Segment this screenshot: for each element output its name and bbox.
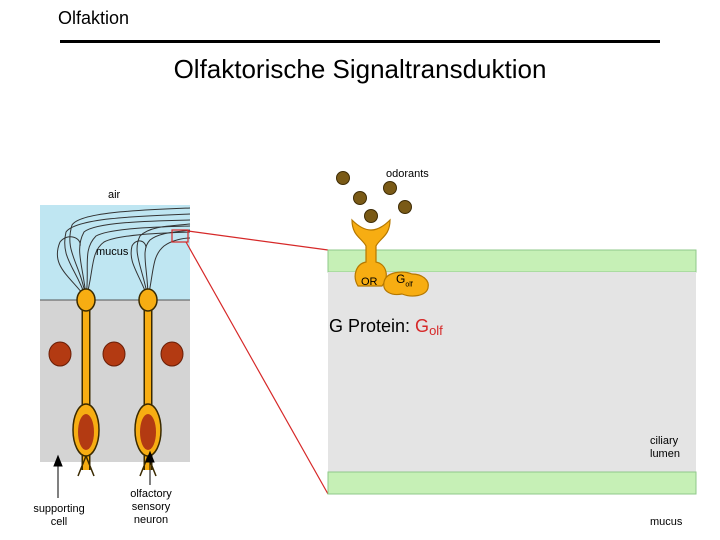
odorant-molecule	[383, 181, 397, 195]
zoom-line-bottom	[185, 241, 329, 495]
ciliary-lumen	[328, 272, 696, 472]
g-protein	[383, 271, 429, 297]
ciliary-lumen-label: ciliary lumen	[650, 435, 680, 460]
lower-membrane	[327, 471, 697, 495]
zoom-line-top	[187, 230, 329, 251]
zoom-region-marker	[171, 229, 189, 243]
olfactory-neuron	[72, 288, 100, 477]
odorant-molecule	[353, 191, 367, 205]
supporting-cell-nucleus	[160, 341, 184, 367]
section-label: Olfaktion	[58, 8, 130, 28]
odorant-molecule	[398, 200, 412, 214]
g-protein-caption: G Protein: Golf	[329, 316, 443, 338]
neuron-nucleus	[78, 414, 94, 450]
cilium-panel	[327, 171, 697, 495]
neuron-nucleus	[140, 414, 156, 450]
epithelium-layer	[40, 300, 190, 462]
odorant-molecule	[336, 171, 350, 185]
epithelium-panel	[40, 205, 191, 498]
mucus-label: mucus	[96, 246, 129, 258]
air-label: air	[108, 189, 121, 201]
supporting-cell-nucleus	[102, 341, 126, 367]
supporting-cell-nucleus	[48, 341, 72, 367]
cilium-mucus-label: mucus	[650, 516, 683, 528]
header-rule	[60, 40, 660, 43]
label-arrows	[53, 450, 155, 498]
slide-title: Olfaktorische Signaltransduktion	[173, 54, 547, 84]
supporting-cell-label: supporting cell	[33, 503, 85, 528]
g-protein-label: Golf	[396, 272, 413, 289]
neuron-cilia	[130, 223, 191, 299]
odorant-molecule	[364, 209, 378, 223]
receptor-label: OR	[361, 276, 378, 288]
neuron-label: olfactory sensory neuron	[130, 488, 172, 526]
odorant-receptor	[351, 218, 391, 287]
odorants-label: odorants	[386, 168, 429, 180]
